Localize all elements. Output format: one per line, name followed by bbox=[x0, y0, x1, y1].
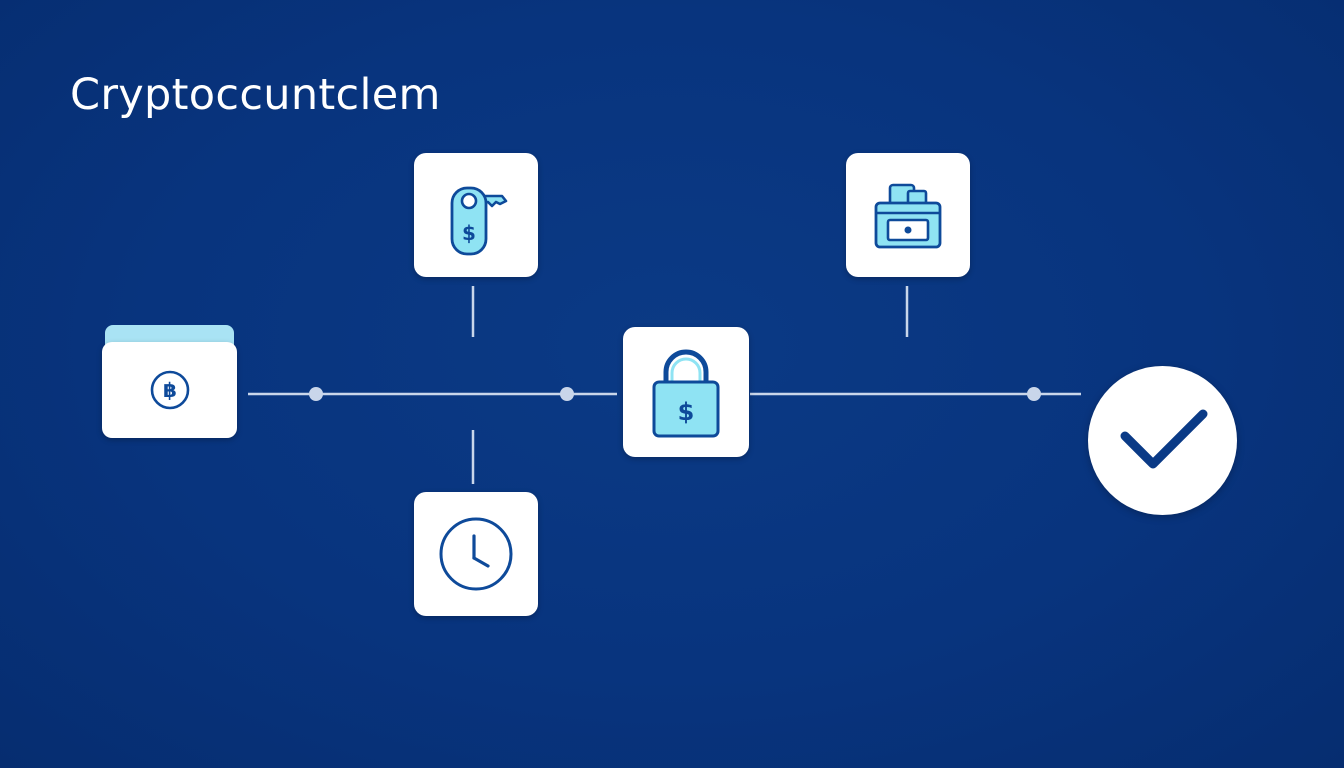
clock-node[interactable] bbox=[414, 492, 538, 616]
complete-node[interactable] bbox=[1088, 366, 1237, 515]
checkmark-icon bbox=[1120, 409, 1207, 468]
wallet-coin-icon: ฿ bbox=[150, 370, 189, 410]
wallet-coin-symbol: ฿ bbox=[163, 378, 177, 402]
padlock-node[interactable]: $ bbox=[623, 327, 749, 457]
padlock-symbol: $ bbox=[678, 398, 695, 426]
junction-dot-1 bbox=[309, 387, 323, 401]
key-tag-node[interactable]: $ bbox=[414, 153, 538, 277]
vault-icon bbox=[874, 183, 942, 249]
junction-dot-2 bbox=[560, 387, 574, 401]
padlock-dollar-icon: $ bbox=[652, 349, 720, 438]
junction-dot-3 bbox=[1027, 387, 1041, 401]
key-tag-symbol: $ bbox=[462, 221, 476, 245]
wallet-node[interactable]: ฿ bbox=[102, 342, 237, 438]
key-tag-dollar-icon: $ bbox=[450, 186, 508, 256]
vault-node[interactable] bbox=[846, 153, 970, 277]
page-title: Cryptoccuntclem bbox=[70, 70, 441, 120]
clock-icon bbox=[439, 517, 513, 591]
